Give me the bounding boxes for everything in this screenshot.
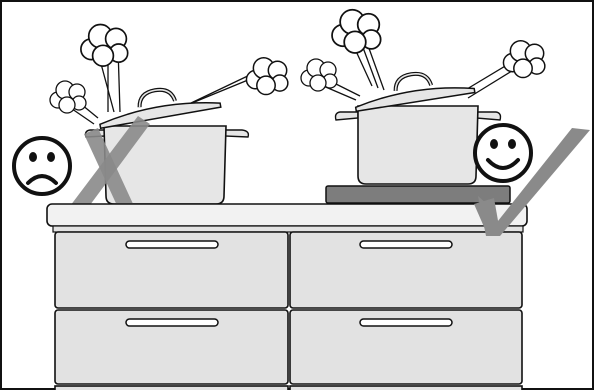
drawer-handle (360, 319, 452, 326)
steam-cloud-icon (503, 41, 544, 78)
right-steam (301, 10, 545, 100)
drawer (55, 386, 288, 390)
drawer (290, 386, 522, 390)
steam-cloud-icon (301, 59, 337, 91)
pot-body (358, 106, 478, 184)
steam-cloud-icon (332, 10, 381, 53)
drawer-handle (126, 319, 218, 326)
drawer-handle (360, 241, 452, 248)
steam-cloud-icon (246, 58, 287, 95)
worktop (47, 204, 527, 226)
right-pot (336, 65, 501, 184)
pot-lid (96, 80, 221, 129)
drawer-handle (126, 241, 218, 248)
happy-face-icon (475, 125, 531, 181)
kitchen-counter (47, 204, 527, 390)
steam-cloud-icon (81, 25, 128, 67)
pot-lid (352, 65, 475, 111)
steam-cloud-icon (50, 81, 86, 113)
sad-face-icon (14, 138, 70, 194)
